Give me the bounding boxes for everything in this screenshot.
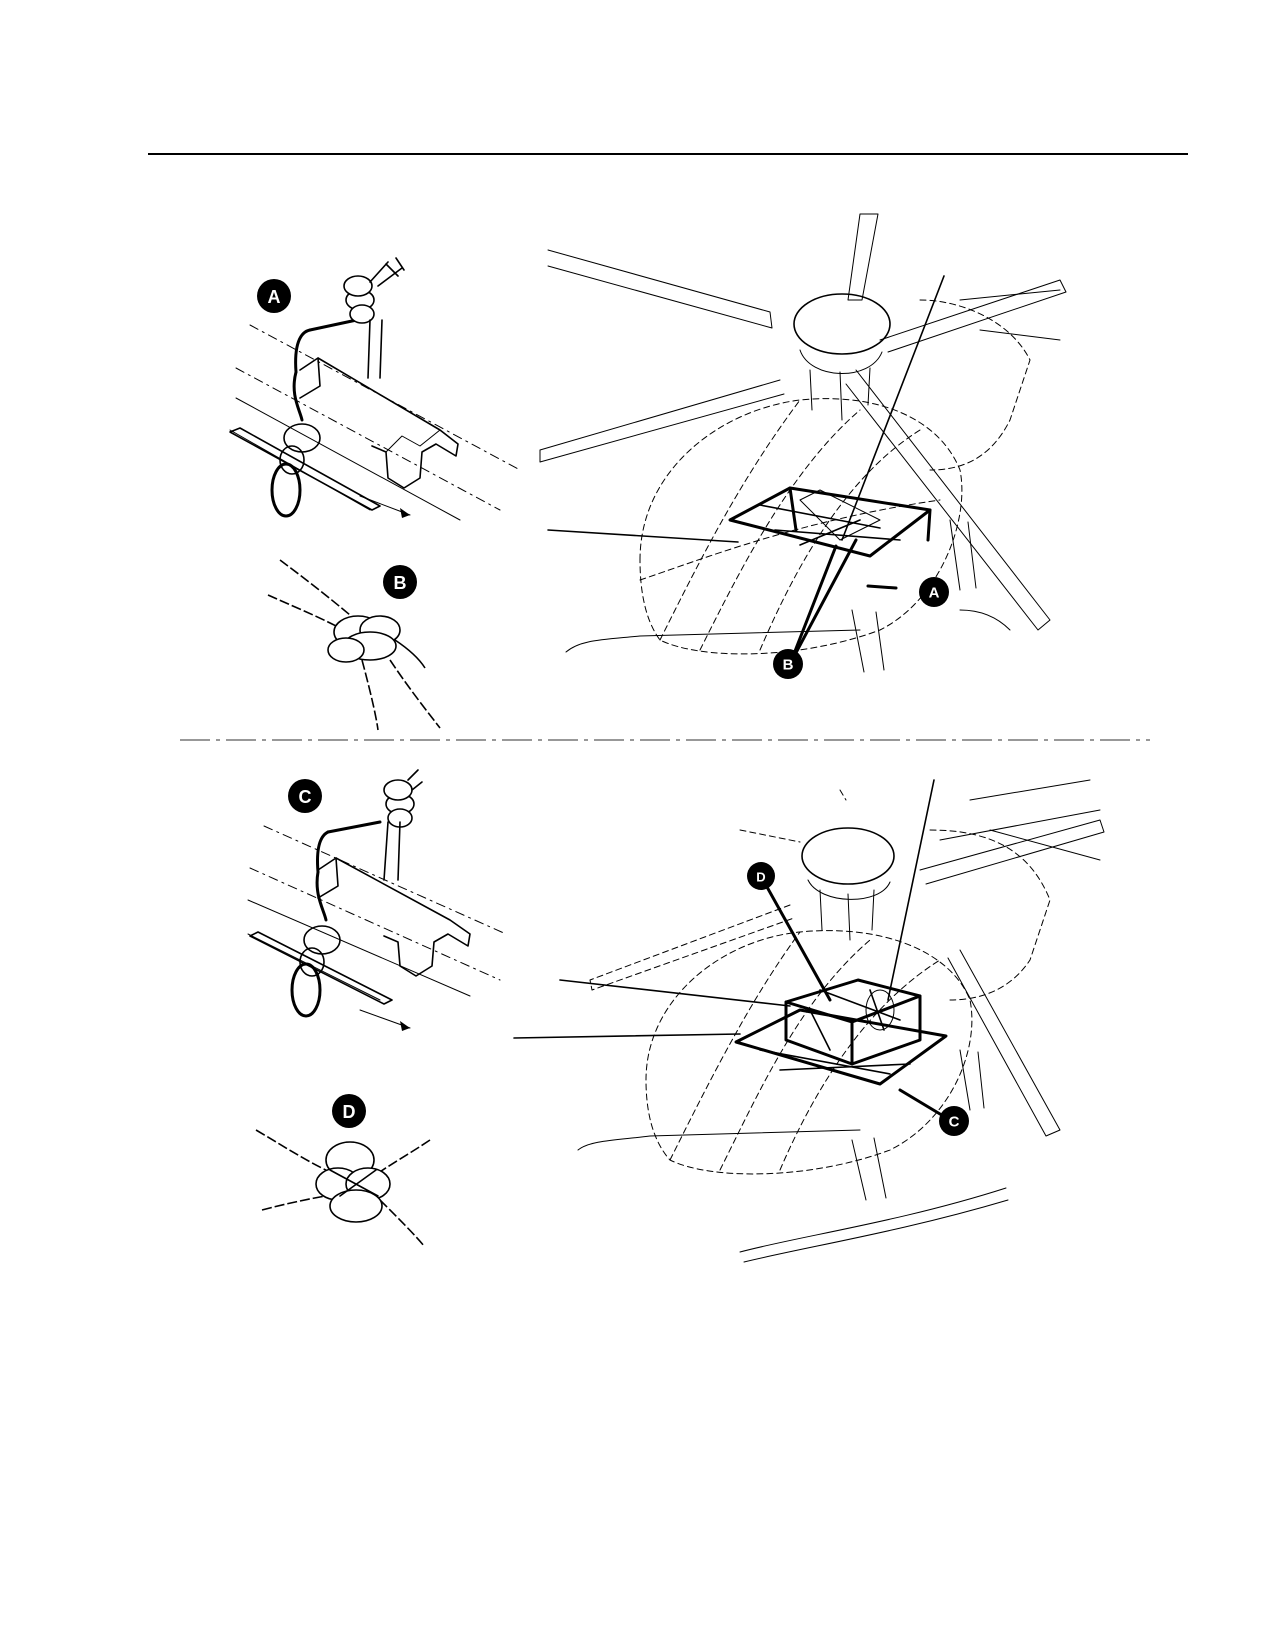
callout-b-detail: B (383, 565, 417, 599)
callout-d-helicopter-label: D (756, 870, 765, 885)
detail-b-knot (267, 559, 441, 731)
callout-b-helicopter-label: B (783, 657, 794, 674)
callout-c-detail: C (288, 779, 322, 813)
callout-a-helicopter-label: A (929, 585, 940, 602)
helicopter-top-view (539, 213, 1067, 673)
callout-c-helicopter-label: C (949, 1114, 960, 1131)
callout-d-detail-label: D (343, 1102, 356, 1122)
callout-d-detail: D (332, 1094, 366, 1128)
detail-c-tiedown-fitting (247, 769, 507, 1031)
callout-d-helicopter: D (747, 862, 775, 890)
detail-a-tiedown-fitting (229, 257, 521, 521)
callout-c-detail-label: C (299, 787, 312, 807)
callout-a-detail-label: A (268, 287, 281, 307)
callout-a-helicopter: A (919, 577, 949, 607)
callout-b-detail-label: B (394, 573, 407, 593)
detail-d-crossed-knot (255, 1129, 431, 1247)
callout-b-helicopter: B (773, 649, 803, 679)
helicopter-bottom-view (513, 779, 1105, 1263)
callout-c-helicopter: C (939, 1106, 969, 1136)
callout-a-detail: A (257, 279, 291, 313)
